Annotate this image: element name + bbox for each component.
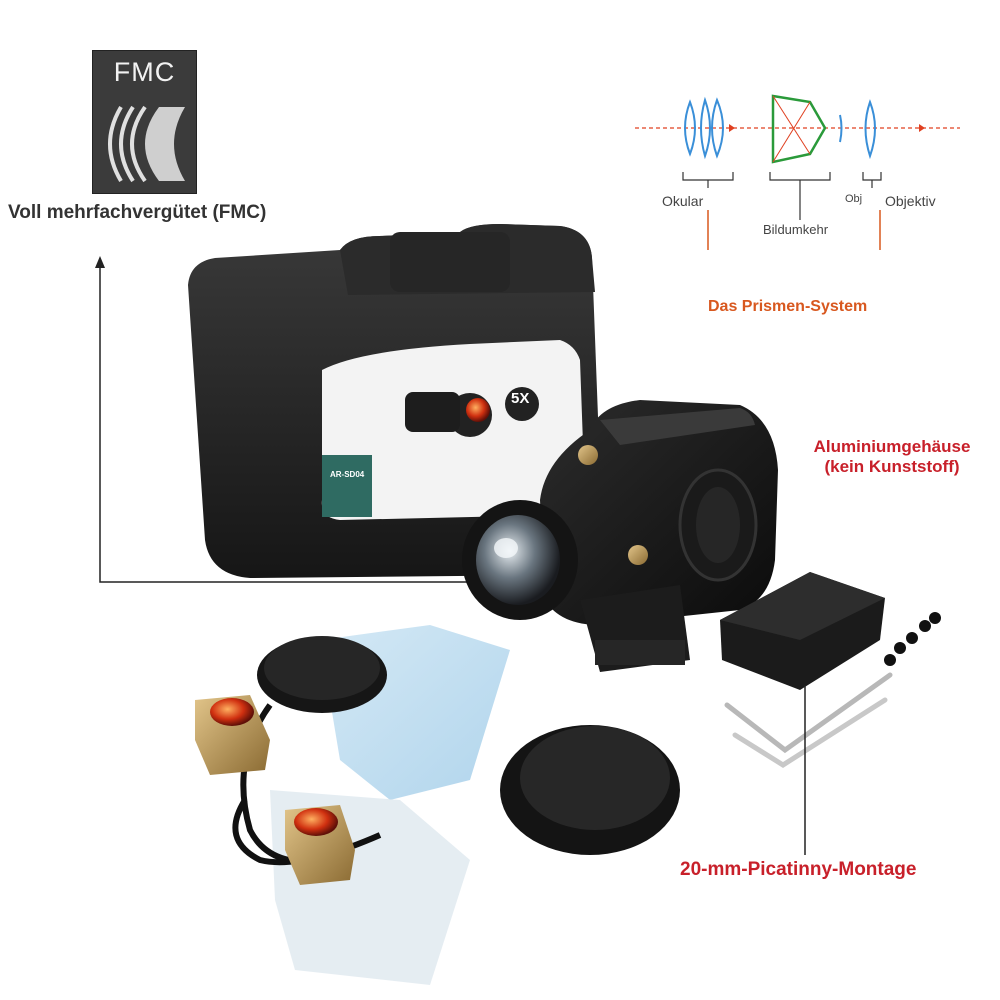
housing-caption: Aluminiumgehäuse (kein Kunststoff) (792, 437, 992, 477)
prism-system-label: Das Prismen-System (708, 298, 868, 315)
allen-keys (724, 672, 893, 768)
fmc-badge: FMC (92, 50, 197, 194)
case-label (321, 340, 585, 520)
hard-case (188, 224, 600, 578)
objective-lenses-icon (839, 99, 876, 160)
picatinny-riser (720, 572, 941, 690)
fmc-badge-text: FMC (113, 57, 176, 87)
objective-label: Objektiv (885, 193, 936, 209)
eyepiece-label: Okular (662, 193, 704, 209)
erector-label: Bildumkehr (763, 222, 829, 237)
fmc-pointer-line (95, 256, 515, 583)
eyepiece-lenses-icon (684, 96, 724, 160)
lens-caps (232, 636, 680, 866)
prism-optics-diagram (635, 94, 960, 250)
objective-partial-label: Obj (845, 193, 863, 205)
prism-icon (771, 94, 827, 164)
fmc-caption: Voll mehrfachvergütet (FMC) (8, 202, 267, 223)
housing-caption-line1: Aluminiumgehäuse (813, 437, 971, 456)
case-model-text: AR-SD04 (330, 470, 365, 479)
mount-caption: 20-mm-Picatinny-Montage (680, 859, 917, 880)
housing-caption-line2: (kein Kunststoff) (824, 457, 960, 476)
brass-caps (195, 695, 355, 885)
scope (462, 400, 778, 672)
fmc-lens-icon (108, 105, 185, 183)
case-magnification-text: 5X (511, 390, 530, 407)
